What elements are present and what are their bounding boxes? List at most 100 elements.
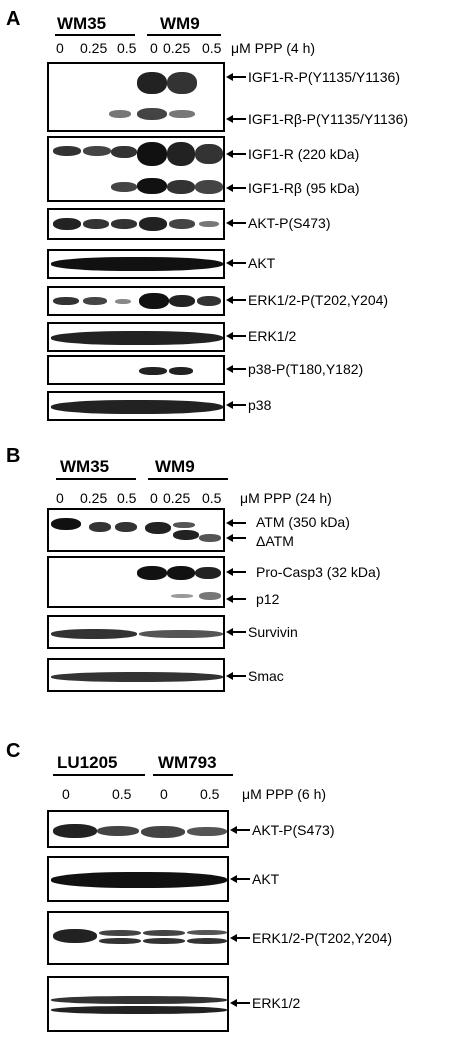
- blot-label: ΔATM: [256, 533, 294, 549]
- band: [139, 217, 167, 231]
- band: [187, 827, 227, 836]
- band: [51, 996, 227, 1004]
- band: [109, 110, 131, 118]
- blot-label: ERK1/2: [252, 995, 301, 1011]
- lane-label: 0: [160, 786, 168, 802]
- arrow-icon: [230, 934, 250, 942]
- blot-erk: [47, 322, 225, 352]
- band: [51, 672, 223, 682]
- group-label-wm35-b: WM35: [60, 457, 110, 476]
- blot-label: ERK1/2-P(T202,Y204): [252, 930, 393, 946]
- blot-label: p38: [248, 397, 272, 413]
- group-underline: [55, 34, 135, 36]
- band: [169, 219, 195, 229]
- lane-label: 0.25: [163, 490, 191, 506]
- arrow-icon: [226, 73, 246, 81]
- blot-igf1r-p: [47, 62, 225, 132]
- band: [199, 534, 221, 542]
- blot-p38-p: [47, 355, 225, 385]
- blot-survivin: [47, 615, 225, 649]
- blot-akt-p-c: [47, 810, 229, 848]
- band: [53, 929, 97, 943]
- blot-label: ERK1/2: [248, 328, 297, 344]
- blot-atm: [47, 508, 225, 552]
- blot-akt: [47, 249, 225, 279]
- blot-label: IGF1-R-P(Y1135/Y1136): [248, 69, 400, 85]
- blot-akt-c: [47, 856, 229, 902]
- blot-igf1r: [47, 136, 225, 202]
- lane-label: 0.5: [202, 490, 222, 506]
- band: [53, 297, 79, 305]
- lane-label: 0: [150, 40, 158, 56]
- lane-label: 0: [56, 40, 64, 56]
- band: [137, 108, 167, 120]
- blot-label: IGF1-Rβ (95 kDa): [248, 180, 360, 196]
- band: [195, 567, 221, 579]
- blot-erk-c: [47, 976, 229, 1032]
- arrow-icon: [226, 672, 246, 680]
- group-underline: [153, 774, 233, 776]
- blot-label: ERK1/2-P(T202,Y204): [248, 292, 389, 308]
- arrow-icon: [226, 519, 246, 527]
- lane-label: 0.25: [80, 40, 108, 56]
- band: [167, 566, 195, 580]
- arrow-icon: [226, 401, 246, 409]
- blot-label: AKT-P(S473): [252, 822, 335, 838]
- band: [145, 522, 171, 534]
- band: [115, 522, 137, 532]
- band: [197, 296, 221, 306]
- group-underline: [147, 34, 221, 36]
- treatment-condition: μM PPP (6 h): [242, 786, 327, 802]
- treatment-condition: μM PPP (24 h): [240, 490, 332, 506]
- blot-label: AKT: [252, 871, 280, 887]
- band: [173, 522, 195, 528]
- group-underline: [56, 478, 136, 480]
- blot-erk-p: [47, 286, 225, 316]
- blot-p38: [47, 391, 225, 421]
- group-label-wm9-a: WM9: [160, 14, 200, 33]
- band: [199, 221, 219, 227]
- group-label-wm35-a: WM35: [57, 14, 107, 33]
- band: [83, 146, 111, 156]
- band: [139, 630, 223, 638]
- blot-label: AKT-P(S473): [248, 215, 331, 231]
- band: [51, 1006, 227, 1014]
- arrow-icon: [230, 999, 250, 1007]
- group-label-wm793: WM793: [158, 753, 217, 772]
- band: [51, 400, 223, 414]
- lane-label: 0: [62, 786, 70, 802]
- band: [167, 180, 195, 194]
- band: [169, 367, 193, 375]
- lane-label: 0.5: [112, 786, 132, 802]
- blot-label: Pro-Casp3 (32 kDa): [256, 564, 381, 580]
- blot-label: Survivin: [248, 624, 298, 640]
- band: [173, 530, 199, 540]
- band: [99, 938, 141, 944]
- arrow-icon: [226, 115, 246, 123]
- arrow-icon: [226, 150, 246, 158]
- lane-label: 0.25: [80, 490, 108, 506]
- band: [187, 930, 227, 935]
- band: [195, 180, 223, 194]
- band: [137, 178, 167, 194]
- band: [97, 826, 139, 836]
- blot-akt-p: [47, 208, 225, 240]
- band: [187, 938, 227, 944]
- blot-smac: [47, 658, 225, 692]
- panel-letter-a: A: [6, 8, 21, 30]
- blot-label: p12: [256, 591, 280, 607]
- band: [171, 594, 193, 598]
- lane-label: 0.25: [163, 40, 191, 56]
- band: [167, 72, 197, 94]
- blot-pro-casp3: [47, 556, 225, 608]
- blot-label: ATM (350 kDa): [256, 514, 350, 530]
- arrow-icon: [226, 332, 246, 340]
- arrow-icon: [226, 296, 246, 304]
- lane-label: 0.5: [117, 40, 137, 56]
- band: [51, 257, 223, 271]
- arrow-icon: [230, 826, 250, 834]
- treatment-condition: μM PPP (4 h): [231, 40, 316, 56]
- group-label-lu1205: LU1205: [57, 753, 118, 772]
- band: [139, 293, 169, 309]
- arrow-icon: [226, 568, 246, 576]
